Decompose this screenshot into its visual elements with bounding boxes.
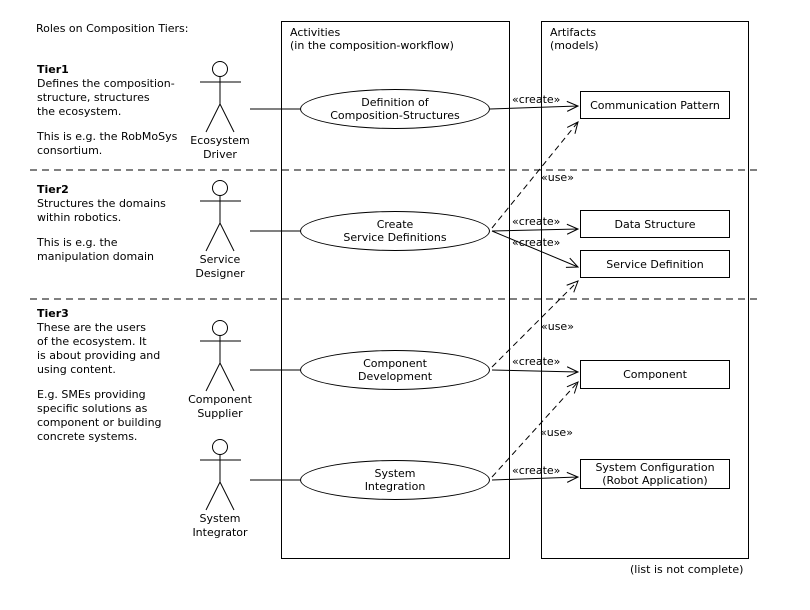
artifact-component: Component <box>580 360 730 389</box>
tier1-note: This is e.g. the RobMoSys consortium. <box>37 130 178 157</box>
activities-title: Activities <box>290 26 341 39</box>
actor-figure-system-integrator <box>200 439 241 511</box>
artifact-communication-pattern: Communication Pattern <box>580 91 730 119</box>
actor-label-service-designer: Service Designer <box>195 253 245 280</box>
usecase-definition-of-composition-structures: Definition of Composition-Structures <box>300 89 490 129</box>
tier1-description: Defines the composition- structure, stru… <box>37 77 175 118</box>
actor-figure-service-designer <box>200 180 241 252</box>
tier2-name: Tier2 <box>37 183 69 196</box>
tier3-name: Tier3 <box>37 307 69 320</box>
create-arrow-compdev-to-component <box>491 366 580 378</box>
edge-label-use-servicedefs-commpattern: «use» <box>541 171 574 184</box>
actor-label-ecosystem-driver: Ecosystem Driver <box>190 134 250 161</box>
page-title: Roles on Composition Tiers: <box>36 22 189 35</box>
edge-label-create-component: «create» <box>512 355 561 368</box>
usecase-create-service-definitions: Create Service Definitions <box>300 211 490 251</box>
artifact-data-structure: Data Structure <box>580 210 730 238</box>
activities-subtitle: (in the composition-workflow) <box>290 39 454 52</box>
artifact-system-configuration: System Configuration (Robot Application) <box>580 459 730 489</box>
tier3-description: These are the users of the ecosystem. It… <box>37 321 161 376</box>
actor-figure-ecosystem-driver <box>200 61 241 133</box>
tier2-note: This is e.g. the manipulation domain <box>37 236 154 263</box>
use-arrow-sysint-to-component <box>491 381 579 478</box>
tier2-block: Tier2 Structures the domains within robo… <box>37 183 252 264</box>
actor-label-component-supplier: Component Supplier <box>188 393 252 420</box>
edge-label-create-servicedefinition: «create» <box>512 236 561 249</box>
activities-header: Activities (in the composition-workflow) <box>290 26 454 52</box>
actor-label-system-integrator: System Integrator <box>192 512 248 539</box>
create-arrow-servicedefs-to-data-structure <box>491 223 580 235</box>
tier1-name: Tier1 <box>37 63 69 76</box>
actor-figure-component-supplier <box>200 320 241 392</box>
create-arrow-servicedefs-to-service-definition <box>491 230 580 268</box>
edge-label-use-sysint-component: «use» <box>540 426 573 439</box>
tier1-block: Tier1 Defines the composition- structure… <box>37 63 252 158</box>
use-arrow-compdev-to-service-definition <box>491 280 579 368</box>
usecase-system-integration: System Integration <box>300 460 490 500</box>
edge-label-create-datastructure: «create» <box>512 215 561 228</box>
edge-label-use-compdev-servicedef: «use» <box>541 320 574 333</box>
create-arrow-sysint-to-system-configuration <box>491 471 580 483</box>
tier2-description: Structures the domains within robotics. <box>37 197 166 224</box>
tier3-block: Tier3 These are the users of the ecosyst… <box>37 307 252 444</box>
artifacts-subtitle: (models) <box>550 39 599 52</box>
activities-box: Activities (in the composition-workflow) <box>281 21 510 559</box>
artifacts-box: Artifacts (models) <box>541 21 749 559</box>
footnote: (list is not complete) <box>630 563 744 576</box>
artifacts-title: Artifacts <box>550 26 597 39</box>
edge-label-create-definition: «create» <box>512 93 561 106</box>
edge-label-create-sysconfig: «create» <box>512 464 561 477</box>
usecase-component-development: Component Development <box>300 350 490 390</box>
artifact-service-definition: Service Definition <box>580 250 730 278</box>
artifacts-header: Artifacts (models) <box>550 26 599 52</box>
create-arrow-definition-to-communication-pattern <box>489 100 580 112</box>
tier3-note: E.g. SMEs providing specific solutions a… <box>37 388 162 443</box>
use-arrow-servicedefs-to-communication-pattern <box>491 121 579 229</box>
